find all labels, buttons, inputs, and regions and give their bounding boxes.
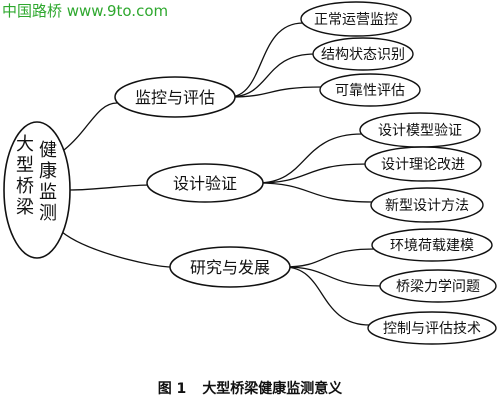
child-label: 正常运营监控 [314, 12, 398, 28]
branch-ellipse [114, 76, 236, 118]
connector-branch-1-child-1 [228, 22, 304, 98]
connector-root-branch-3 [61, 231, 173, 268]
connector-branch-1-child-3 [228, 86, 323, 98]
root-ellipse [3, 121, 71, 259]
connector-branch-2-child-2 [256, 163, 368, 184]
child-node-2-1: 设计模型验证 [359, 112, 481, 148]
child-label: 设计理论改进 [381, 157, 465, 173]
branch-node-3: 研究与发展 [169, 246, 291, 288]
root-label-col1-char: 桥 [16, 176, 34, 197]
child-node-2-2: 设计理论改进 [364, 146, 482, 182]
connector-branch-3-child-3 [283, 266, 371, 326]
child-ellipse [300, 1, 412, 37]
watermark-text: 中国路桥 www.9to.com [2, 2, 169, 20]
connector-root-branch-2 [69, 184, 150, 191]
child-node-3-2: 桥梁力学问题 [379, 269, 497, 303]
branch-node-1: 监控与评估 [114, 76, 236, 118]
child-label: 新型设计方法 [385, 198, 469, 214]
child-ellipse [364, 146, 482, 182]
child-ellipse [370, 187, 484, 223]
child-ellipse [319, 73, 421, 107]
child-node-3-3: 控制与评估技术 [367, 311, 497, 345]
branch-label: 监控与评估 [135, 88, 215, 107]
root-label-col2-char: 健 [39, 140, 57, 161]
figure-number: 图 1 [157, 381, 187, 397]
root-label-col1-char: 梁 [16, 197, 34, 218]
child-node-1-3: 可靠性评估 [319, 73, 421, 107]
child-ellipse [371, 228, 493, 262]
branch-node-2: 设计验证 [146, 163, 264, 203]
branch-label: 设计验证 [173, 174, 237, 193]
figure-title: 大型桥梁健康监测意义 [202, 381, 343, 397]
child-node-3-1: 环境荷载建模 [371, 228, 493, 262]
child-node-1-1: 正常运营监控 [300, 1, 412, 37]
connector-branch-1-child-2 [228, 53, 316, 98]
root-label-col2-char: 测 [39, 203, 57, 224]
branch-ellipse [146, 163, 264, 203]
child-label: 可靠性评估 [335, 83, 405, 99]
child-label: 控制与评估技术 [383, 321, 481, 337]
connector-branch-2-child-3 [256, 182, 374, 203]
child-label: 结构状态识别 [321, 47, 405, 63]
root-label-col1-char: 大 [16, 134, 34, 155]
connector-branch-2-child-1 [256, 133, 363, 184]
child-node-2-3: 新型设计方法 [370, 187, 484, 223]
figure-caption: 图 1 大型桥梁健康监测意义 [0, 378, 500, 398]
child-label: 环境荷载建模 [390, 238, 474, 254]
child-ellipse [367, 311, 497, 345]
connector-lines [61, 22, 383, 326]
child-label: 设计模型验证 [378, 123, 462, 139]
branch-label: 研究与发展 [190, 258, 270, 277]
child-ellipse [312, 37, 414, 71]
child-node-1-2: 结构状态识别 [312, 37, 414, 71]
child-ellipse [379, 269, 497, 303]
connector-branch-3-child-1 [283, 248, 375, 268]
branch-ellipse [169, 246, 291, 288]
root-label-col2-char: 监 [39, 182, 57, 203]
root-node: 大型桥梁 健康监测 [3, 121, 71, 259]
root-label-col1-char: 型 [16, 155, 34, 176]
root-label-col2-char: 康 [39, 161, 57, 182]
child-label: 桥梁力学问题 [396, 279, 480, 295]
connector-root-branch-1 [63, 102, 118, 151]
connector-branch-3-child-2 [283, 266, 383, 287]
